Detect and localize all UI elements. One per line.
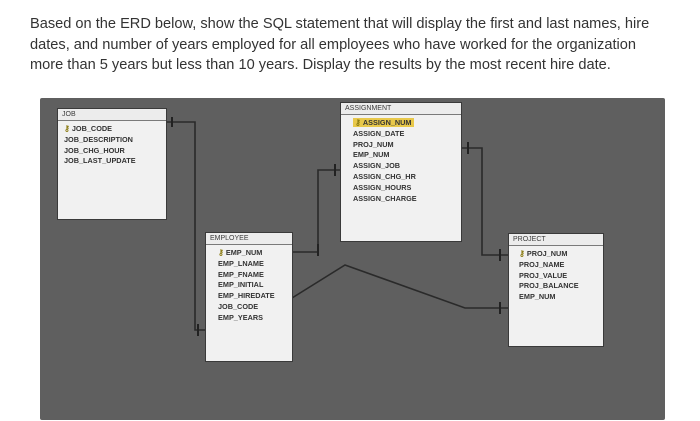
question-line-3: more than 5 years but less than 10 years… bbox=[30, 57, 611, 73]
question-line-1: Based on the ERD below, show the SQL sta… bbox=[30, 16, 650, 32]
project-attribute: PROJ_NAME bbox=[519, 259, 565, 269]
job-employee-relationship-line bbox=[165, 121, 205, 331]
assignment-pk-attribute: ⚷ASSIGN_NUM bbox=[353, 118, 414, 127]
project-attribute: PROJ_BALANCE bbox=[519, 281, 579, 291]
assignment-attribute: ASSIGN_CHG_HR bbox=[353, 171, 416, 181]
employee-entity: EMPLOYEE ⚷EMP_NUM EMP_LNAME EMP_FNAME EM… bbox=[205, 232, 293, 362]
employee-attribute: EMP_HIREDATE bbox=[218, 291, 275, 301]
job-attribute: JOB_CHG_HOUR bbox=[64, 145, 125, 155]
employee-entity-title: EMPLOYEE bbox=[206, 233, 292, 245]
job-attribute: JOB_LAST_UPDATE bbox=[64, 156, 136, 166]
question-line-2: dates, and number of years employed for … bbox=[30, 36, 636, 53]
employee-attribute: EMP_INITIAL bbox=[218, 280, 264, 290]
project-attribute: PROJ_VALUE bbox=[519, 270, 568, 280]
key-icon: ⚷ bbox=[64, 124, 70, 133]
assignment-project-relationship-line bbox=[460, 147, 508, 256]
project-attribute: EMP_NUM bbox=[519, 292, 556, 302]
employee-attribute: JOB_CODE bbox=[218, 301, 259, 311]
assignment-attribute: EMP_NUM bbox=[353, 150, 390, 160]
job-entity: JOB ⚷JOB_CODE JOB_DESCRIPTION JOB_CHG_HO… bbox=[57, 108, 167, 220]
employee-attribute: EMP_YEARS bbox=[218, 312, 264, 322]
project-entity-title: PROJECT bbox=[509, 234, 603, 246]
assignment-attribute: ASSIGN_JOB bbox=[353, 161, 401, 171]
job-entity-title: JOB bbox=[58, 109, 166, 121]
employee-pk-attribute: ⚷EMP_NUM bbox=[218, 248, 263, 257]
employee-attribute: EMP_FNAME bbox=[218, 269, 264, 279]
employee-attribute: EMP_LNAME bbox=[218, 258, 264, 268]
question-text: Based on the ERD below, show the SQL sta… bbox=[30, 14, 680, 76]
employee-assignment-relationship-line bbox=[290, 169, 340, 253]
employee-project-relationship-line bbox=[291, 264, 508, 309]
project-pk-attribute: ⚷PROJ_NUM bbox=[519, 249, 568, 258]
assignment-attribute: PROJ_NUM bbox=[353, 139, 394, 149]
project-entity: PROJECT ⚷PROJ_NUM PROJ_NAME PROJ_VALUE P… bbox=[508, 233, 604, 347]
key-icon: ⚷ bbox=[355, 118, 361, 127]
assignment-entity: ASSIGNMENT ⚷ASSIGN_NUM ASSIGN_DATE PROJ_… bbox=[340, 102, 462, 242]
job-pk-attribute: ⚷JOB_CODE bbox=[64, 124, 113, 133]
assignment-entity-title: ASSIGNMENT bbox=[341, 103, 461, 115]
assignment-attribute: ASSIGN_CHARGE bbox=[353, 193, 417, 203]
assignment-attribute: ASSIGN_DATE bbox=[353, 128, 405, 138]
job-attribute: JOB_DESCRIPTION bbox=[64, 134, 133, 144]
assignment-attribute: ASSIGN_HOURS bbox=[353, 182, 412, 192]
key-icon: ⚷ bbox=[218, 248, 224, 257]
key-icon: ⚷ bbox=[519, 249, 525, 258]
